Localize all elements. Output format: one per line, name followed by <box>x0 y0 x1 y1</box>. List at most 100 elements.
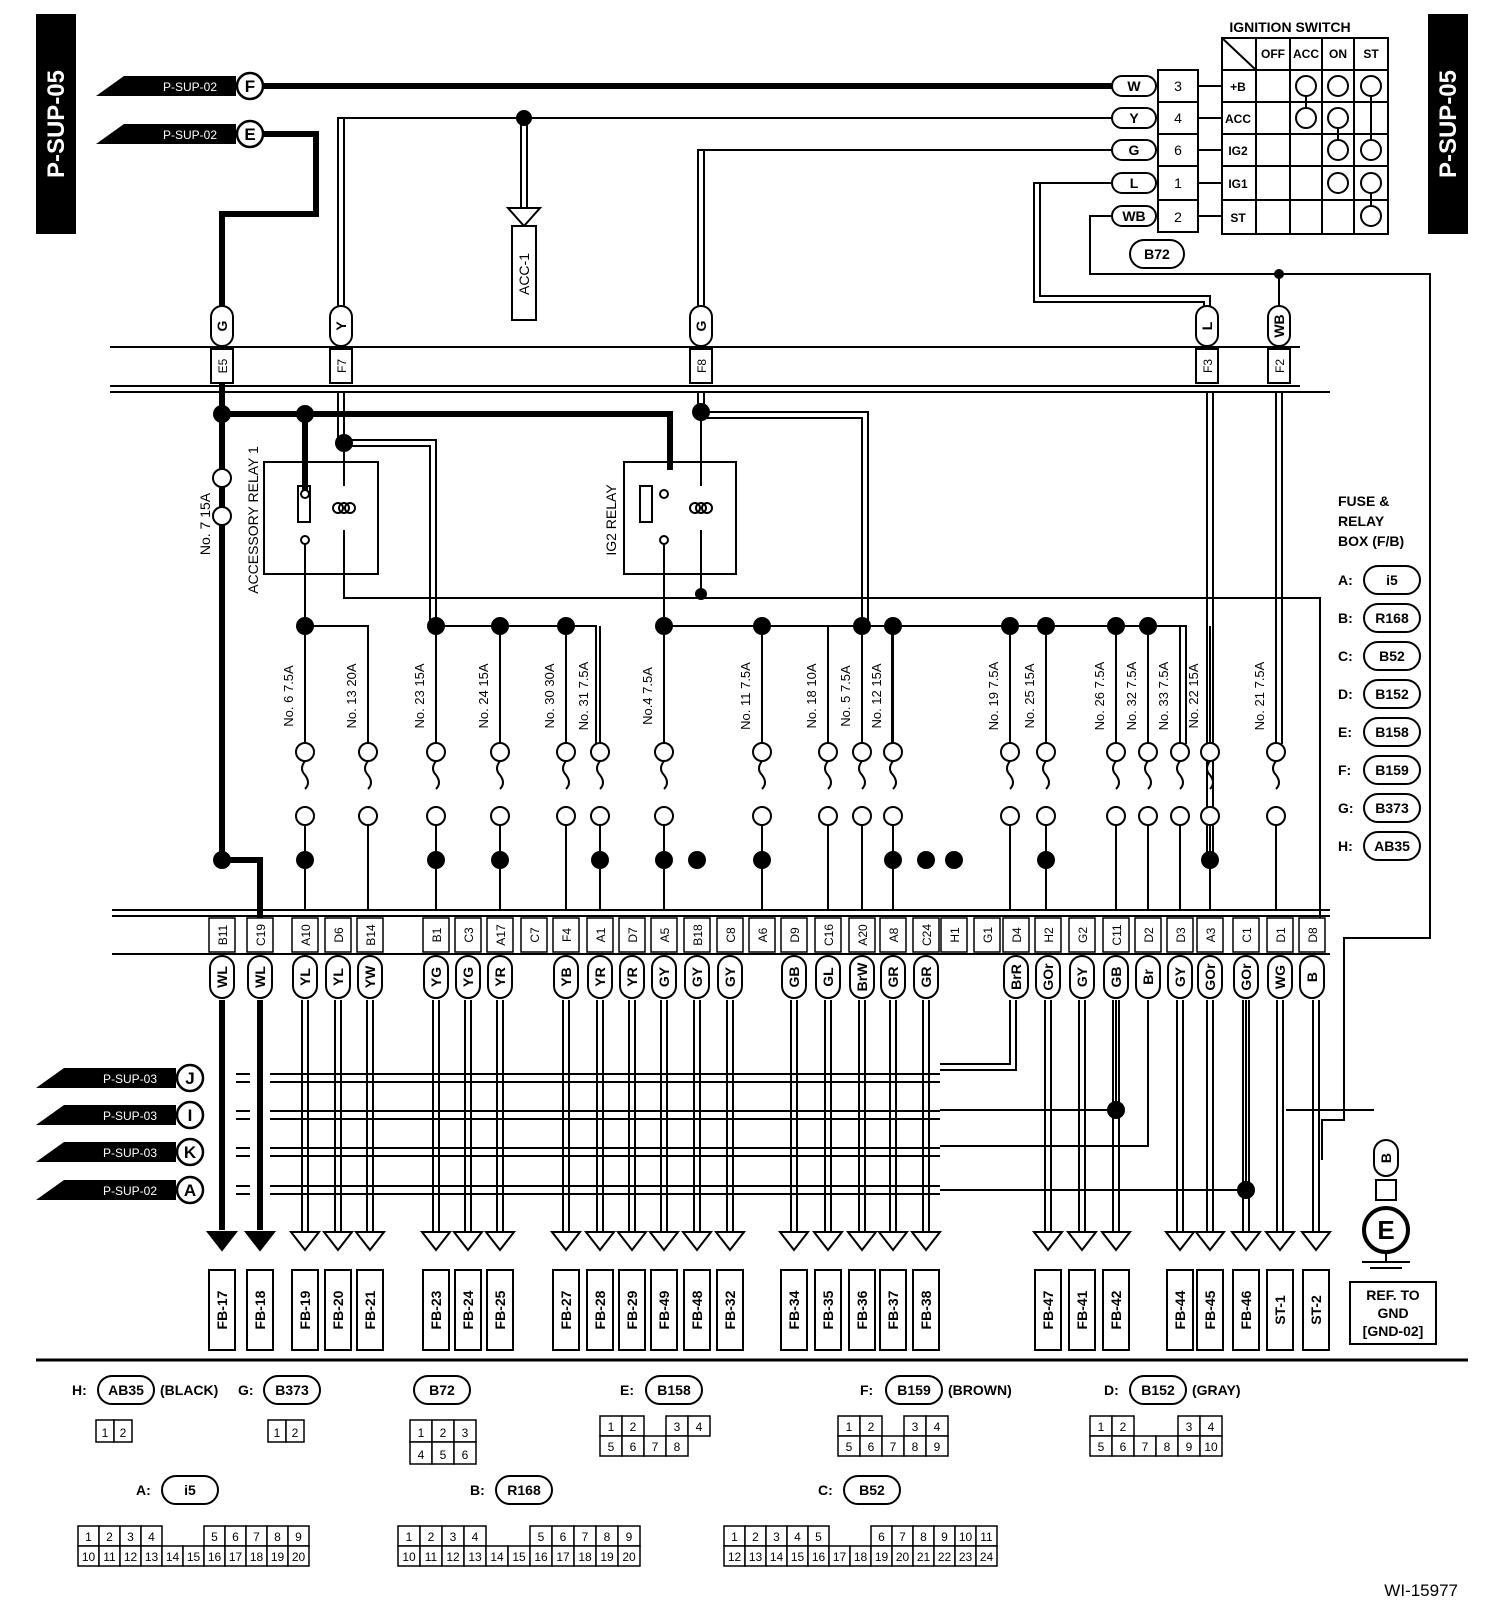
legend-pin-text-6-12: 12 <box>124 1550 138 1564</box>
legend-pin-text-7-18: 18 <box>578 1550 592 1564</box>
legend-pin-text-3-3: 3 <box>674 1420 681 1434</box>
legend-code-3: B158 <box>657 1382 691 1398</box>
fb-input-pin-box-2 <box>689 348 713 384</box>
output-color-20: GOr <box>1040 963 1056 991</box>
legend-pin-text-7-12: 12 <box>446 1550 460 1564</box>
left-ref-label-2: P-SUP-03 <box>103 1146 157 1160</box>
fuse-label-11: No. 19 7.5A <box>986 661 1001 730</box>
output-color-4: YW <box>362 965 378 988</box>
legend-pin-text-8-21: 21 <box>917 1550 931 1564</box>
ign-wire-g: G <box>1129 142 1140 158</box>
legend-pin-5-10 <box>1199 1435 1223 1457</box>
output-pin-31: D1 <box>1274 927 1288 943</box>
output-pin-box-11 <box>618 917 646 953</box>
legend-pin-text-6-16: 16 <box>208 1550 222 1564</box>
output-pin-21: H1 <box>948 927 962 943</box>
box-conn-code-3: B152 <box>1375 686 1409 702</box>
fuse-label-17: No. 21 7.5A <box>1252 661 1267 730</box>
output-label-23: FB-45 <box>1202 1290 1218 1329</box>
fb-input-wire-4 <box>1267 305 1291 347</box>
fuse-label-15: No. 33 7.5A <box>1156 661 1171 730</box>
output-label-21: FB-42 <box>1108 1290 1124 1329</box>
output-pin-18: A20 <box>856 924 870 946</box>
output-pin-9: F4 <box>560 928 574 942</box>
fb-input-color-4: WB <box>1271 314 1287 337</box>
output-label-3: FB-20 <box>330 1290 346 1329</box>
output-st-2: ST-2 <box>1299 1000 1333 1351</box>
legend-pin-text-6-1: 1 <box>85 1530 92 1544</box>
output-wire-19 <box>1003 955 1029 999</box>
legend-pin-text-8-12: 12 <box>728 1550 742 1564</box>
legend-pin-text-3-1: 1 <box>608 1420 615 1434</box>
fb-input-pin-2: F8 <box>695 359 709 373</box>
fb-input-pin-3: F3 <box>1201 359 1215 373</box>
fuse-14: No. 32 7.5A <box>1124 626 1158 910</box>
fb-input-pin-box-1 <box>329 348 353 384</box>
output-color-0: WL <box>214 966 230 988</box>
output-color-19: BrR <box>1008 964 1024 990</box>
output-pin-14: C8 <box>724 927 738 943</box>
fuse7-top <box>212 468 232 488</box>
legend-pin-6-20 <box>287 1545 310 1567</box>
fuse-17: No. 21 7.5A <box>1252 626 1286 910</box>
output-color-3: YL <box>330 968 346 986</box>
fuse-4: No. 30 30A <box>542 626 576 910</box>
box-conn-key-6: G: <box>1338 800 1354 816</box>
fuse-0: No. 6 7.5A <box>281 626 315 910</box>
box-conn-key-1: B: <box>1338 610 1353 626</box>
output-pin-28: D3 <box>1174 927 1188 943</box>
ign-term-st: ST <box>1230 211 1246 225</box>
legend-pin-text-5-3: 3 <box>1186 1420 1193 1434</box>
output-pin-10: A1 <box>594 927 608 942</box>
box-conn-oval-3 <box>1363 679 1421 709</box>
box-conn-key-0: A: <box>1338 572 1353 588</box>
output-wire-6 <box>455 955 481 999</box>
output-color-17: GR <box>885 967 901 988</box>
legend-pin-8-24 <box>975 1545 998 1567</box>
fuse-15: No. 33 7.5A <box>1156 626 1190 910</box>
output-wire-28 <box>1299 955 1325 999</box>
output-wire-4 <box>357 955 383 999</box>
fb-input-pin-4: F2 <box>1273 359 1287 373</box>
legend-pin-text-2-2: 2 <box>440 1426 447 1440</box>
legend-pin-text-6-17: 17 <box>229 1550 243 1564</box>
output-fb-47: FB-47 <box>1031 1000 1065 1351</box>
legend-oval-3 <box>645 1375 703 1405</box>
fuse-label-14: No. 32 7.5A <box>1124 661 1139 730</box>
output-wire-20 <box>1035 955 1061 999</box>
ign-wire-y: Y <box>1129 110 1139 126</box>
fb-input-pin-0: E5 <box>216 358 230 373</box>
output-label-4: FB-21 <box>362 1290 378 1329</box>
output-pin-17: C16 <box>822 924 836 946</box>
legend-pin-text-6-18: 18 <box>250 1550 264 1564</box>
output-pin-box-2 <box>291 917 319 953</box>
ground-wire-label: B <box>1378 1153 1394 1163</box>
output-pin-29: A3 <box>1204 927 1218 942</box>
legend-pin-text-1-1: 1 <box>274 1426 281 1440</box>
legend-pin-text-7-2: 2 <box>428 1530 435 1544</box>
legend-pin-text-6-14: 14 <box>166 1550 180 1564</box>
legend-oval-5 <box>1129 1375 1187 1405</box>
output-label-13: FB-32 <box>722 1290 738 1329</box>
output-label-14: FB-34 <box>786 1290 802 1329</box>
page-ref-tab-right: P-SUP-05 <box>1428 14 1468 234</box>
output-pin-box-27 <box>1134 917 1162 953</box>
legend-pin-3-4 <box>687 1415 711 1437</box>
output-fb-32: FB-32 <box>713 1000 747 1351</box>
box-conn-oval-5 <box>1363 755 1421 785</box>
legend-pin-text-7-7: 7 <box>582 1530 589 1544</box>
output-label-15: FB-35 <box>820 1290 836 1329</box>
output-pin-1: C19 <box>254 924 268 946</box>
fb-input-pin-box-4 <box>1267 348 1291 384</box>
output-wire-8 <box>553 955 579 999</box>
ignition-switch-title: IGNITION SWITCH <box>1229 19 1350 35</box>
legend-pin-text-5-2: 2 <box>1120 1420 1127 1434</box>
output-pin-box-30 <box>1232 917 1260 953</box>
legend-pin-text-8-11: 11 <box>980 1530 993 1544</box>
output-fb-24: FB-24 <box>451 1000 485 1351</box>
legend-pin-text-5-9: 9 <box>1186 1440 1193 1454</box>
fuse-1: No. 13 20A <box>344 626 378 910</box>
legend-pin-text-4-8: 8 <box>912 1440 919 1454</box>
box-conn-code-7: AB35 <box>1374 838 1410 854</box>
